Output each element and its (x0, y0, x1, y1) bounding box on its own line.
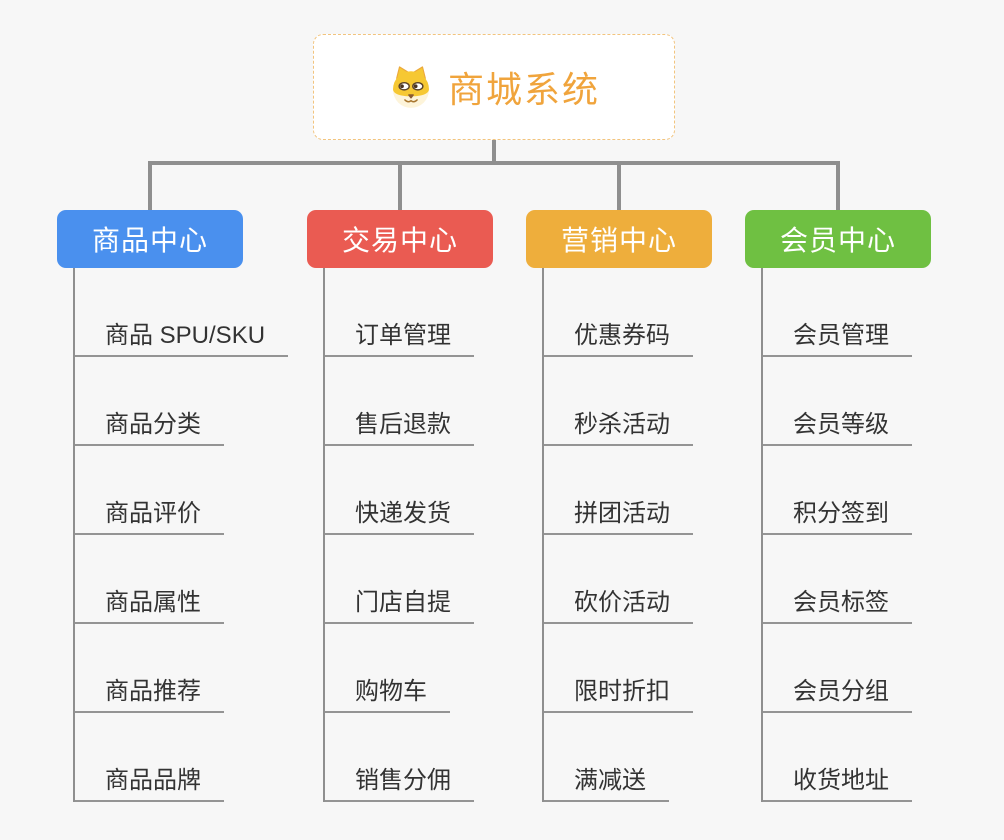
branch-label: 会员中心 (779, 225, 896, 256)
branch-label: 交易中心 (341, 225, 458, 256)
branch-item[interactable]: 商品 SPU/SKU (73, 321, 289, 357)
branch-item[interactable]: 积分签到 (761, 499, 912, 535)
branch-item[interactable]: 快递发货 (323, 499, 474, 535)
branch-item[interactable]: 购物车 (323, 677, 450, 713)
root-title: 商城系统 (447, 69, 600, 110)
connector-child-line (542, 268, 544, 802)
branch-item[interactable]: 满减送 (542, 766, 669, 802)
branch-item[interactable]: 商品品牌 (73, 766, 224, 802)
connector-drop (836, 161, 840, 211)
branch-item[interactable]: 会员标签 (761, 588, 912, 624)
root-node[interactable]: 商城系统 (313, 34, 675, 140)
branch-item[interactable]: 收货地址 (761, 766, 912, 802)
connector-bar (148, 161, 840, 165)
connector-child-line (323, 268, 325, 802)
branch-children: 会员管理会员等级积分签到会员标签会员分组收货地址 (761, 268, 912, 802)
branch-node[interactable]: 营销中心 (526, 210, 712, 268)
dog-face-icon (393, 66, 429, 108)
connector-drop (398, 161, 402, 211)
branch-item[interactable]: 商品推荐 (73, 677, 224, 713)
branch-item[interactable]: 商品属性 (73, 588, 224, 624)
branch-item[interactable]: 商品分类 (73, 410, 224, 446)
branch-node[interactable]: 交易中心 (307, 210, 493, 268)
branch-item[interactable]: 限时折扣 (542, 677, 693, 713)
branch-node[interactable]: 会员中心 (745, 210, 931, 268)
branch-item[interactable]: 会员等级 (761, 410, 912, 446)
branch-item[interactable]: 优惠券码 (542, 321, 693, 357)
branch-children: 商品 SPU/SKU 商品分类商品评价商品属性商品推荐商品品牌 (73, 268, 289, 802)
branch-item[interactable]: 销售分佣 (323, 766, 474, 802)
branch-item[interactable]: 砍价活动 (542, 588, 693, 624)
branch-item[interactable]: 售后退款 (323, 410, 474, 446)
branch-label: 营销中心 (560, 225, 677, 256)
connector-trunk (492, 139, 496, 165)
branch-item[interactable]: 秒杀活动 (542, 410, 693, 446)
branch-node[interactable]: 商品中心 (57, 210, 243, 268)
connector-child-line (73, 268, 75, 802)
branch-item[interactable]: 会员分组 (761, 677, 912, 713)
branch-children: 优惠券码秒杀活动拼团活动砍价活动限时折扣满减送 (542, 268, 693, 802)
branch-children: 订单管理售后退款快递发货门店自提购物车销售分佣 (323, 268, 474, 802)
connector-drop (617, 161, 621, 211)
branch-item[interactable]: 商品评价 (73, 499, 224, 535)
branch-item[interactable]: 会员管理 (761, 321, 912, 357)
branch-label: 商品中心 (91, 225, 208, 256)
connector-child-line (761, 268, 763, 802)
branch-item[interactable]: 拼团活动 (542, 499, 693, 535)
connector-drop (148, 161, 152, 211)
branch-item[interactable]: 门店自提 (323, 588, 474, 624)
branch-item[interactable]: 订单管理 (323, 321, 474, 357)
